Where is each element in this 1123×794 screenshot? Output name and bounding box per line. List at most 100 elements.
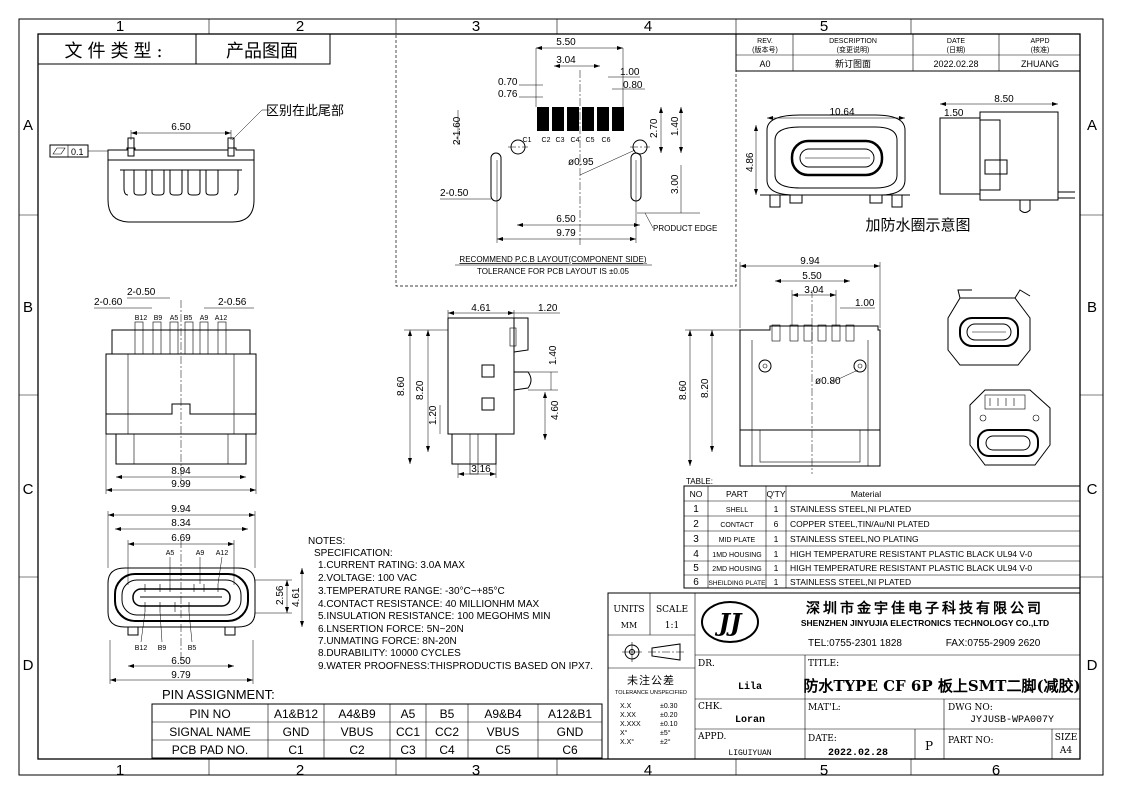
col-label: 2: [296, 762, 304, 779]
note-item: 8.DURABILITY: 10000 CYCLES: [318, 648, 461, 659]
bom-cell: 1: [774, 577, 779, 587]
bom-cell: 1: [774, 563, 779, 573]
bom-cell: 1: [774, 549, 779, 559]
pin-cell: C5: [495, 743, 511, 757]
notes-title: NOTES:: [308, 536, 345, 547]
bom-cell: SHELL: [726, 507, 748, 514]
row-label: D: [1087, 657, 1098, 674]
col-label: 4: [644, 18, 652, 35]
pin-cell: A5: [401, 707, 416, 721]
pad-label: C1: [523, 137, 532, 144]
appd-value: ZHUANG: [1021, 59, 1059, 69]
desc-value: 新订图面: [835, 58, 871, 69]
dim-label: 2.70: [649, 118, 660, 138]
bottom-view: 9.94 5.50 3.04 1.00 8.60 8.20 ø0.80: [678, 256, 881, 474]
pad-label: C4: [571, 137, 580, 144]
dim-label: 5.50: [802, 271, 822, 282]
pin-cell: A12&B1: [548, 707, 592, 721]
tolerance-en: TOLERANCE UNSPECIFIED: [615, 690, 687, 696]
bom-header: Material: [851, 489, 881, 499]
file-type-header: 文件类型: 产品图面: [37, 33, 331, 65]
pcb-tolerance: TOLERANCE FOR PCB LAYOUT IS ±0.05: [477, 267, 630, 276]
pin-label: A5: [170, 315, 179, 322]
pin-label: B9: [158, 645, 167, 652]
dim-label: 5.50: [556, 37, 576, 48]
bom-cell: 5: [693, 563, 699, 574]
bom-table: TABLE:: [683, 477, 1081, 589]
bom-cell: 6: [693, 577, 699, 588]
tol-val: ±0.30: [660, 703, 678, 710]
col-label: 2: [296, 18, 304, 35]
pin-cell: SIGNAL NAME: [169, 725, 251, 739]
title-block: JJ: [607, 592, 1081, 760]
bom-cell: CONTACT: [720, 522, 754, 529]
front-view: 0.1 6.50 区别在此尾部: [49, 104, 344, 223]
note-item: 1.CURRENT RATING: 3.0A MAX: [318, 560, 465, 571]
chk-value: Loran: [735, 715, 765, 726]
material-label: MAT'L:: [808, 703, 841, 713]
bom-row: 3 MID PLATE 1 STAINLESS STEEL,NO PLATING: [693, 534, 918, 545]
note-item: 7.UNMATING FORCE: 8N-20N: [318, 636, 457, 647]
bom-header: NO: [690, 489, 703, 499]
dim-label: 1.50: [944, 108, 964, 119]
dim-label: 2-1.60: [452, 116, 463, 145]
tail-note: 区别在此尾部: [266, 104, 344, 119]
pin-cell: C6: [562, 743, 578, 757]
dim-label: 10.64: [829, 107, 854, 118]
dim-label: 3.00: [670, 174, 681, 194]
note-item: 3.TEMPERATURE RANGE: -30°C~+85°C: [318, 586, 505, 597]
pin-cell: C4: [439, 743, 455, 757]
pin-cell: PIN NO: [189, 707, 230, 721]
dim-label: 4.61: [471, 303, 491, 314]
scale-value: 1:1: [665, 621, 679, 631]
appd-header-cn: (核准): [1031, 45, 1050, 54]
company-tel: TEL:0755-2301 1828: [808, 638, 902, 649]
dim-label: 8.20: [700, 378, 711, 398]
company-name-cn: 深圳市金宇佳电子科技有限公司: [806, 600, 1044, 616]
dwg-label: DWG NO:: [948, 703, 993, 713]
part-label: PART NO:: [948, 736, 994, 746]
dim-label: 4.86: [745, 152, 756, 172]
pin-cell: VBUS: [341, 725, 374, 739]
pin-cell: GND: [557, 725, 584, 739]
iso-view-top: [947, 289, 1031, 366]
dim-label: 8.60: [396, 376, 407, 396]
dim-label: 3.04: [804, 285, 824, 296]
col-label: 1: [116, 18, 124, 35]
bom-header: Q'TY: [766, 489, 785, 499]
pin-row: PIN NO A1&B12 A4&B9 A5 B5 A9&B4 A12&B1: [189, 707, 592, 721]
row-label: A: [23, 117, 33, 134]
units-value: MM: [621, 621, 637, 630]
pin-label: B9: [154, 315, 163, 322]
bom-cell: MID PLATE: [719, 537, 756, 544]
dwg-value: JYJUSB-WPA007Y: [970, 715, 1054, 726]
size-value: A4: [1059, 746, 1072, 756]
dr-value: Lila: [738, 681, 762, 693]
back-view: B12 B9 A5 B5 A9 A12 2-0.50 2-0.60 2-0.56…: [94, 287, 257, 494]
pin-label: B12: [135, 315, 148, 322]
rev-value: A0: [759, 59, 770, 69]
dim-label: 9.94: [800, 256, 820, 267]
dim-label: 2-0.50: [127, 287, 156, 298]
tol-val: ±0.10: [660, 721, 678, 728]
dim-label: 3.04: [556, 55, 576, 66]
iso-view-bottom: [969, 389, 1051, 466]
dim-label: 0.80: [623, 80, 643, 91]
bom-cell: HIGH TEMPERATURE RESISTANT PLASTIC BLACK…: [790, 563, 1032, 573]
appd-header: APPD: [1030, 38, 1049, 45]
date-header: DATE: [947, 38, 965, 45]
tolerance-cn: 未注公差: [627, 673, 675, 687]
pad-label: C2: [542, 137, 551, 144]
notes: NOTES: SPECIFICATION: 1.CURRENT RATING: …: [308, 536, 593, 672]
row-label: B: [23, 299, 33, 316]
bom-row: 2 CONTACT 6 COPPER STEEL,TIN/Au/NI PLATE…: [693, 519, 929, 530]
date-label: DATE:: [808, 734, 837, 744]
bom-cell: 1MD HOUSING: [712, 552, 761, 559]
grid-labels: 1 2 3 4 5 1 2 3 4 5 6 A B C D A B C D: [23, 18, 1098, 779]
bom-cell: 3: [693, 534, 699, 545]
dim-label: 1.20: [538, 303, 558, 314]
side-view: 4.61 1.20 1.40 8.60 8.20 1.20 4.60 3.16: [396, 303, 561, 478]
dim-label: 9.94: [171, 504, 191, 515]
tol-key: X.XXX: [620, 721, 641, 728]
tol-key: X.X°: [620, 738, 634, 746]
